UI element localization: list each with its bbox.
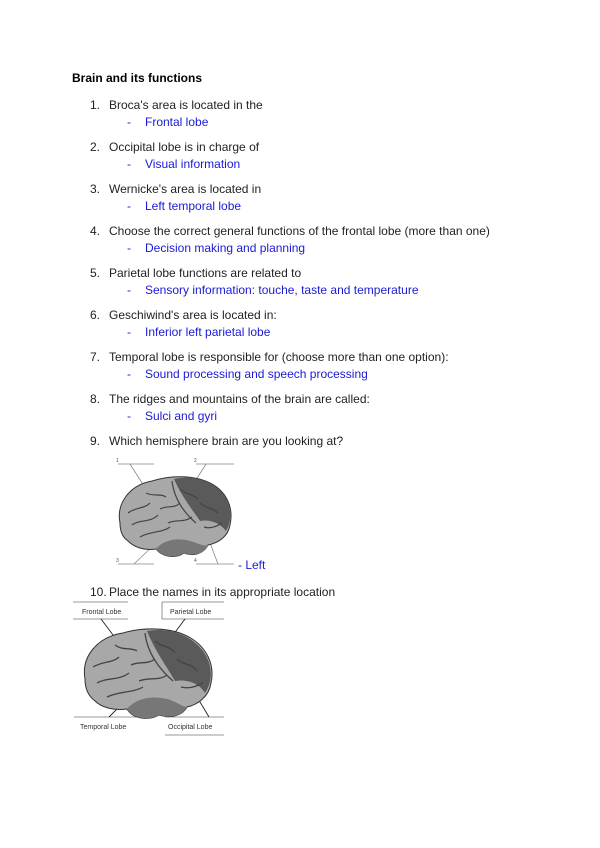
answer-2: -Visual information [127, 157, 241, 171]
question-4: 4.Choose the correct general functions o… [90, 224, 490, 238]
answer-6: -Inferior left parietal lobe [127, 325, 271, 339]
question-3: 3.Wernicke's area is located in [90, 182, 262, 196]
page-title: Brain and its functions [72, 71, 203, 85]
question-8: 8.The ridges and mountains of the brain … [90, 392, 370, 406]
answer-1: -Frontal lobe [127, 115, 209, 129]
label-occipital-lobe: Occipital Lobe [168, 724, 212, 731]
answer-7: -Sound processing and speech processing [127, 367, 368, 381]
label-parietal-lobe: Parietal Lobe [170, 609, 211, 616]
label-temporal-lobe: Temporal Lobe [80, 724, 126, 731]
blank-label-1: 1 [116, 458, 119, 464]
question-6: 6.Geschiwind's area is located in: [90, 308, 277, 322]
question-5: 5.Parietal lobe functions are related to [90, 266, 302, 280]
brain-diagram-unlabeled: 1 2 3 4 [110, 453, 238, 568]
answer-5: -Sensory information: touche, taste and … [127, 283, 419, 297]
answer-9: - Left [238, 558, 266, 572]
question-10: 10.Place the names in its appropriate lo… [90, 585, 336, 599]
brain-diagram-labeled: Frontal Lobe Parietal Lobe Temporal Lobe… [73, 601, 225, 736]
label-frontal-lobe: Frontal Lobe [82, 609, 121, 616]
blank-label-3: 3 [116, 558, 119, 564]
answer-8: -Sulci and gyri [127, 409, 218, 423]
blank-label-4: 4 [194, 558, 197, 564]
answer-3: -Left temporal lobe [127, 199, 242, 213]
question-9: 9.Which hemisphere brain are you looking… [90, 434, 344, 448]
answer-4: -Decision making and planning [127, 241, 306, 255]
question-1: 1.Broca's area is located in the [90, 98, 263, 112]
question-2: 2.Occipital lobe is in charge of [90, 140, 260, 154]
question-7: 7.Temporal lobe is responsible for (choo… [90, 350, 449, 364]
blank-label-2: 2 [194, 458, 197, 464]
